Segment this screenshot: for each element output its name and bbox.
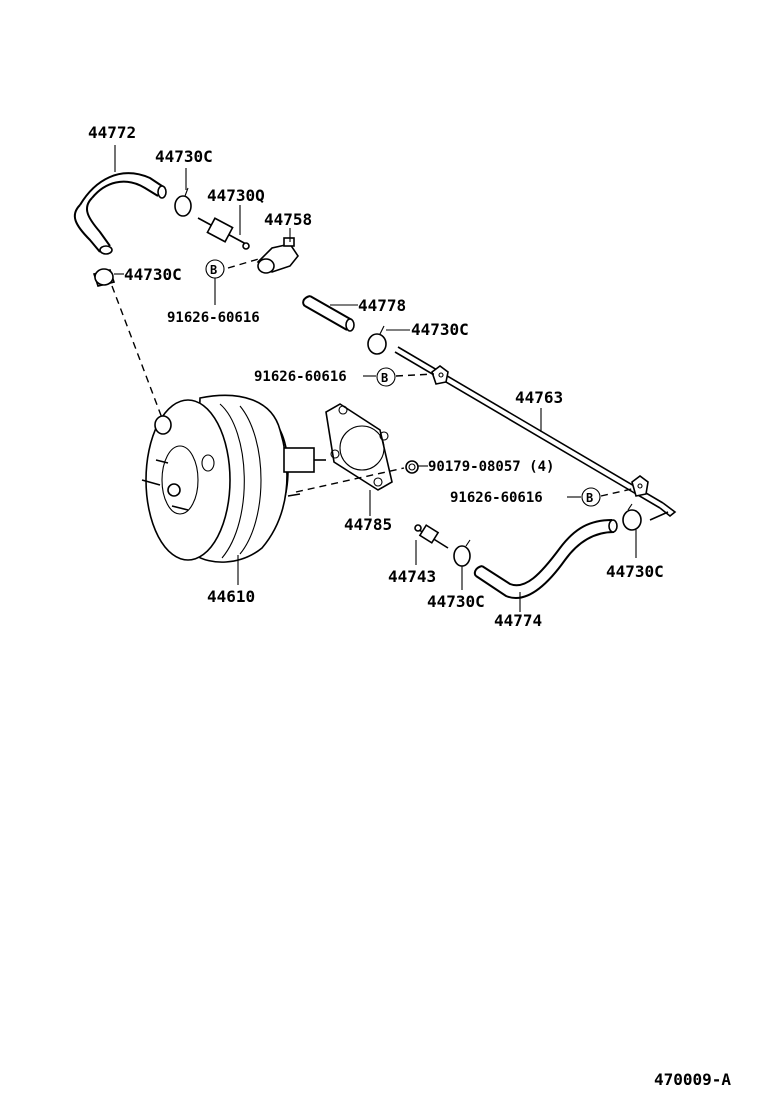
vacuum-pipe-44763[interactable] — [394, 346, 677, 521]
label-hose-44772: 44772 — [88, 123, 136, 142]
gasket-44785[interactable] — [325, 403, 393, 491]
hose-clamp-a[interactable] — [174, 187, 192, 217]
label-clamp-c: 44730C — [411, 320, 469, 339]
label-bolt-b2: 91626-60616 — [254, 369, 347, 385]
label-bolt-b1: 91626-60616 — [167, 310, 260, 326]
hose-clamp-b[interactable] — [92, 268, 116, 287]
vacuum-hose-44778[interactable] — [302, 295, 355, 332]
vacuum-hose-44774[interactable] — [473, 519, 618, 599]
bolt-mark-b3: B — [586, 491, 593, 505]
label-clamp-a: 44730C — [155, 147, 213, 166]
figure-id: 470009-A — [654, 1070, 731, 1089]
label-union-44758: 44758 — [264, 210, 312, 229]
bolt-marker-b3: B — [581, 487, 601, 507]
bolt-mark-b2: B — [381, 371, 388, 385]
check-valve-44730q[interactable] — [197, 217, 250, 250]
nut-90179[interactable] — [405, 460, 419, 474]
label-check-valve: 44730Q — [207, 186, 265, 205]
label-nut: 90179-08057 (4) — [428, 459, 554, 475]
fitting-44743[interactable] — [414, 524, 449, 549]
brake-booster-44610[interactable] — [141, 394, 326, 563]
bolt-marker-b2: B — [376, 367, 396, 387]
label-booster-44610: 44610 — [207, 587, 255, 606]
bolt-marker-b1: B — [205, 259, 225, 279]
label-pipe-44763: 44763 — [515, 388, 563, 407]
label-hose-44774: 44774 — [494, 611, 542, 630]
label-fitting-44743: 44743 — [388, 567, 436, 586]
hose-clamp-c[interactable] — [367, 325, 387, 355]
label-gasket-44785: 44785 — [344, 515, 392, 534]
vacuum-union-44758[interactable] — [256, 237, 299, 274]
label-clamp-d: 44730C — [427, 592, 485, 611]
label-clamp-e: 44730C — [606, 562, 664, 581]
vacuum-hose-44772[interactable] — [73, 172, 167, 255]
label-clamp-b: 44730C — [124, 265, 182, 284]
label-hose-44778: 44778 — [358, 296, 406, 315]
label-bolt-b3: 91626-60616 — [450, 490, 543, 506]
hose-clamp-e[interactable] — [622, 503, 642, 531]
bolt-mark-b1: B — [210, 263, 217, 277]
hose-clamp-d[interactable] — [453, 539, 471, 567]
